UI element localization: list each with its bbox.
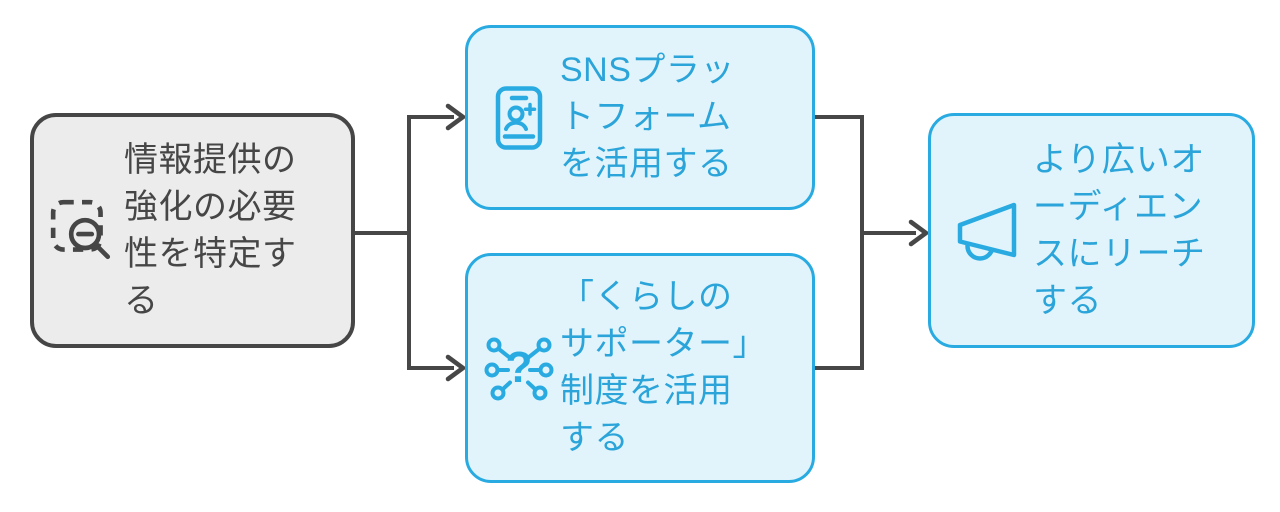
node-label: 「くらしの サポーター」 制度を活用 する — [560, 278, 767, 457]
node-use-supporter-program: ? 「くらしの サポーター」 制度を活用 する — [465, 253, 815, 483]
node-reach-wider-audience: より広いオ ーディエン スにリーチ する — [928, 113, 1255, 348]
edge-merge — [815, 115, 864, 370]
arrowhead-bottom — [445, 354, 467, 382]
node-label: 情報提供の 強化の必要 性を特定す る — [124, 140, 297, 320]
node-label: SNSプラッ トフォーム を活用する — [560, 51, 735, 183]
network-question-icon: ? — [484, 333, 554, 403]
node-label: より広いオ ーディエン スにリーチ する — [1033, 140, 1206, 320]
svg-text:?: ? — [506, 343, 533, 392]
arrowhead-top — [445, 103, 467, 131]
node-identify-need: 情報提供の 強化の必要 性を特定す る — [30, 113, 355, 348]
edge-branch — [407, 115, 454, 370]
node-use-sns-platforms: SNSプラッ トフォーム を活用する — [465, 25, 815, 210]
megaphone-icon — [951, 197, 1025, 265]
smartphone-add-user-icon — [494, 85, 544, 151]
scan-search-icon — [48, 197, 116, 265]
arrowhead-right — [908, 219, 930, 247]
